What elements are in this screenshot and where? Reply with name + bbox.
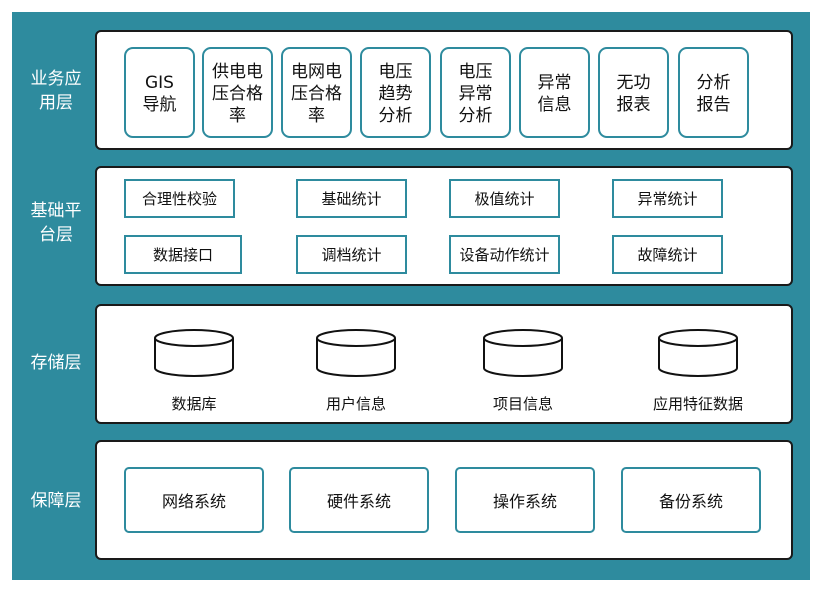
security-module-os: 操作系统 xyxy=(455,467,595,533)
platform-module-tap-stats: 调档统计 xyxy=(296,235,407,274)
app-module-anomaly-info: 异常 信息 xyxy=(519,47,590,138)
app-module-voltage-anomaly-analysis: 电压 异常 分析 xyxy=(440,47,511,138)
app-module-voltage-trend-analysis: 电压 趋势 分析 xyxy=(360,47,431,138)
platform-layer-label: 基础平 台层 xyxy=(30,201,82,245)
security-module-network: 网络系统 xyxy=(124,467,264,533)
app-module-analysis-report: 分析 报告 xyxy=(678,47,749,138)
app-module-grid-voltage-rate: 电网电 压合格 率 xyxy=(281,47,352,138)
security-module-backup: 备份系统 xyxy=(621,467,761,533)
app-module-supply-voltage-rate: 供电电 压合格 率 xyxy=(202,47,273,138)
database-icon xyxy=(154,329,234,377)
platform-module-data-interface: 数据接口 xyxy=(124,235,242,274)
app-module-reactive-report: 无功 报表 xyxy=(598,47,669,138)
app-feature-data-database-icon xyxy=(658,329,738,377)
storage-layer-label: 存储层 xyxy=(30,353,82,373)
platform-module-extreme-stats: 极值统计 xyxy=(449,179,560,218)
platform-module-validity-check: 合理性校验 xyxy=(124,179,235,218)
app-feature-data-label: 应用特征数据 xyxy=(652,395,743,413)
security-module-hardware: 硬件系统 xyxy=(289,467,429,533)
user-info-database-icon xyxy=(316,329,396,377)
platform-module-basic-stats: 基础统计 xyxy=(296,179,407,218)
platform-module-device-action-stats: 设备动作统计 xyxy=(449,235,560,274)
project-info-database-icon xyxy=(483,329,563,377)
app-module-gis-navigation: GIS 导航 xyxy=(124,47,195,138)
database-label: 数据库 xyxy=(171,395,217,413)
platform-module-anomaly-stats: 异常统计 xyxy=(612,179,723,218)
project-info-label: 项目信息 xyxy=(492,395,553,413)
platform-module-fault-stats: 故障统计 xyxy=(612,235,723,274)
security-layer-label: 保障层 xyxy=(30,491,82,511)
application-layer-label: 业务应 用层 xyxy=(30,69,82,113)
user-info-label: 用户信息 xyxy=(325,395,386,413)
